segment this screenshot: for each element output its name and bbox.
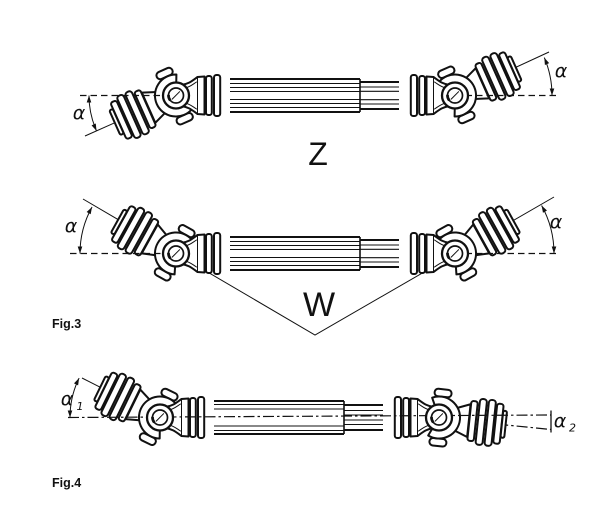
angle-label-alpha1-subscript: 1 xyxy=(77,400,84,413)
z-arrangement-label: Z xyxy=(308,136,328,172)
figure-4-label: Fig.4 xyxy=(52,476,81,490)
arc-arrowhead xyxy=(549,88,555,96)
telescopic-tube xyxy=(229,236,400,271)
cross-journal-left xyxy=(145,403,175,432)
outer-yoke-left xyxy=(102,195,199,284)
angle-label-right: α xyxy=(550,211,563,233)
arc-arrowhead xyxy=(77,246,83,254)
angle-label-left: α xyxy=(65,215,78,237)
angle-label-alpha1: α xyxy=(61,388,74,410)
arc-arrowhead xyxy=(544,57,550,65)
shaft-diagram-unequal-angles: α 1 α 2 Fig.4 xyxy=(52,361,576,490)
cross-journal-left xyxy=(161,239,191,268)
end-axis-line-right xyxy=(438,417,552,431)
arc-arrowhead xyxy=(86,206,93,215)
angle-label-alpha2: α xyxy=(554,410,567,432)
angle-label-right: α xyxy=(555,60,568,82)
cross-journal-right xyxy=(424,403,454,432)
cross-journal-right xyxy=(440,81,470,110)
arc-arrowhead xyxy=(73,378,80,386)
cross-journal-right xyxy=(440,239,470,268)
angle-label-left: α xyxy=(73,102,86,124)
arc-arrowhead xyxy=(86,95,92,103)
shaft-diagram-z: α α Z xyxy=(73,41,568,172)
outer-yoke-right xyxy=(432,195,529,284)
arc-arrowhead xyxy=(91,123,97,131)
shaft-diagram-w: α α W Fig.3 xyxy=(52,195,563,336)
telescopic-tube xyxy=(229,78,400,113)
cross-journal-left xyxy=(161,81,191,110)
w-arrangement-label: W xyxy=(303,286,335,324)
arc-arrowhead xyxy=(67,410,73,418)
figure-3-label: Fig.3 xyxy=(52,317,81,331)
outer-yoke-left xyxy=(86,361,182,449)
arc-arrowhead xyxy=(541,205,547,213)
arc-arrowhead xyxy=(551,246,557,254)
angle-label-alpha2-subscript: 2 xyxy=(569,422,576,435)
telescopic-tube xyxy=(213,400,384,435)
